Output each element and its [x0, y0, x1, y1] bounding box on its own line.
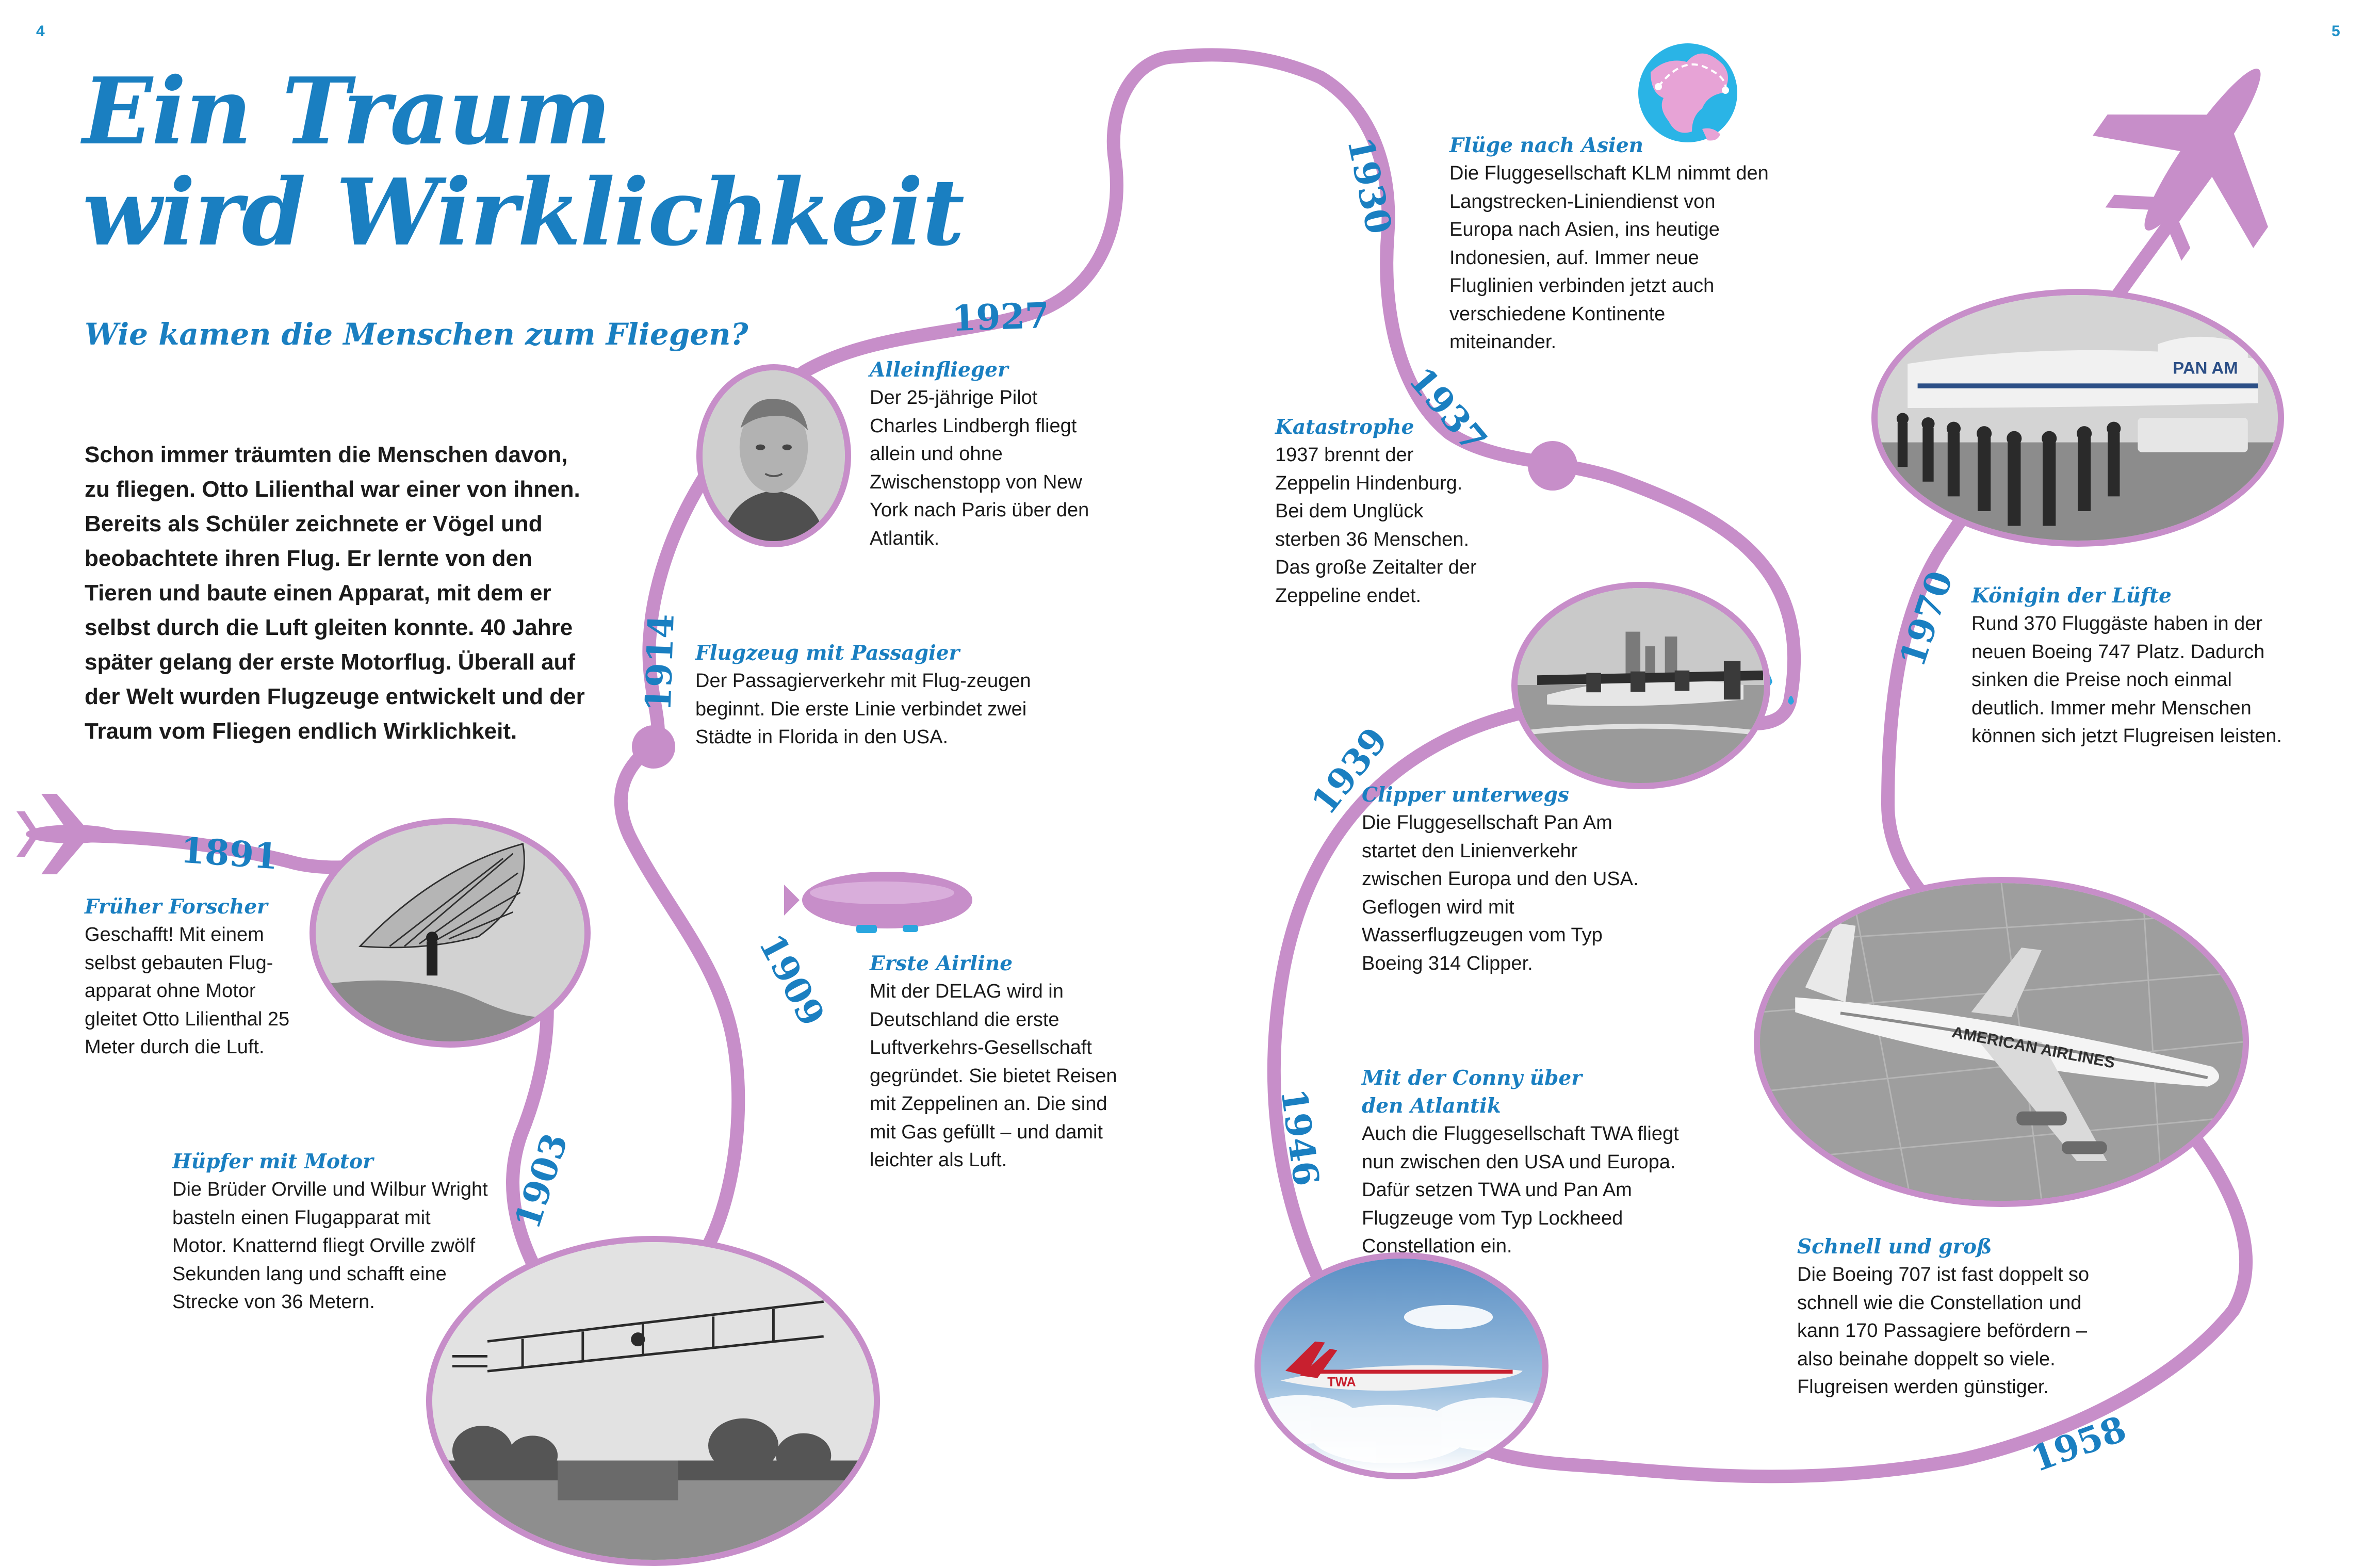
entry-body: Der Passagierverkehr mit Flug-zeugen beg… [695, 670, 1031, 748]
entry-heading: Mit der Conny über [1362, 1066, 1582, 1090]
entry-heading: Hüpfer mit Motor [172, 1150, 373, 1173]
entry-1930: Flüge nach Asien Die Fluggesellschaft KL… [1449, 132, 1780, 356]
twa-livery-text: TWA [1327, 1376, 1356, 1390]
title-line-2: wird Wirklichkeit [83, 158, 965, 266]
subtitle: Wie kamen die Menschen zum Fliegen? [85, 317, 748, 352]
photo-lindbergh-portrait [696, 364, 851, 547]
entry-heading: Flugzeug mit Passagier [695, 641, 960, 665]
year-label-1927: 1927 [951, 295, 1050, 340]
entry-heading: Clipper unterwegs [1362, 783, 1569, 807]
entry-body: Die Brüder Orville und Wilbur Wright bas… [172, 1179, 488, 1313]
entry-body: Auch die Fluggesellschaft TWA fliegt nun… [1362, 1123, 1679, 1257]
entry-heading: Flüge nach Asien [1449, 134, 1644, 157]
entry-1891: Früher Forscher Geschafft! Mit einem sel… [85, 893, 343, 1062]
entry-1937: Katastrophe 1937 brennt der Zeppelin Hin… [1275, 413, 1512, 610]
entry-heading: Erste Airline [870, 952, 1013, 975]
photo-lockheed-constellation: TWA [1254, 1252, 1548, 1479]
entry-body: Mit der DELAG wird in Deutschland die er… [870, 981, 1117, 1171]
page-number-left: 4 [36, 23, 45, 40]
entry-body: Die Boeing 707 ist fast doppelt so schne… [1797, 1264, 2090, 1398]
photo-boeing-314-clipper [1511, 582, 1770, 789]
year-label-1891: 1891 [179, 829, 280, 878]
entry-body: Die Fluggesellschaft Pan Am startet den … [1362, 812, 1639, 974]
entry-heading: Alleinflieger [870, 358, 1008, 382]
entry-1939: Clipper unterwegs Die Fluggesellschaft P… [1362, 781, 1692, 977]
entry-body: Rund 370 Fluggäste haben in der neuen Bo… [1971, 613, 2282, 747]
entry-heading: Königin der Lüfte [1971, 584, 2172, 608]
entry-1958: Schnell und groß Die Boeing 707 ist fast… [1797, 1233, 2127, 1401]
entry-heading: Katastrophe [1275, 415, 1414, 439]
photo-wright-flyer [426, 1236, 880, 1566]
entry-1903: Hüpfer mit Motor Die Brüder Orville und … [172, 1148, 513, 1316]
entry-1946: Mit der Conny über den Atlantik Auch die… [1362, 1064, 1713, 1261]
photo-lilienthal-glider [309, 818, 591, 1048]
entry-body: Der 25-jährige Pilot Charles Lindbergh f… [870, 387, 1089, 549]
entry-1914: Flugzeug mit Passagier Der Passagierverk… [695, 639, 1067, 752]
entry-1909: Erste Airline Mit der DELAG wird in Deut… [870, 950, 1128, 1174]
entry-body: Geschafft! Mit einem selbst gebauten Flu… [85, 924, 290, 1058]
photo-boeing-747: PAN AM [1871, 289, 2284, 547]
entry-heading: Schnell und groß [1797, 1235, 1992, 1259]
intro-paragraph: Schon immer träumten die Menschen davon,… [85, 442, 585, 744]
page-title: Ein Traum wird Wirklichkeit [83, 57, 965, 266]
entry-1970: Königin der Lüfte Rund 370 Fluggäste hab… [1971, 582, 2302, 751]
year-label-1914: 1914 [638, 613, 682, 712]
entry-body: 1937 brennt der Zeppelin Hindenburg. Bei… [1275, 444, 1477, 607]
entry-1927: Alleinflieger Der 25-jährige Pilot Charl… [870, 356, 1107, 552]
photo-boeing-707: AMERICAN AIRLINES [1754, 877, 2249, 1207]
entry-body: Die Fluggesellschaft KLM nimmt den Langs… [1449, 162, 1769, 353]
entry-heading: Früher Forscher [85, 895, 268, 919]
entry-heading: den Atlantik [1362, 1094, 1501, 1118]
pan-am-livery-text: PAN AM [2173, 358, 2238, 378]
page-number-right: 5 [2332, 23, 2340, 40]
title-line-1: Ein Traum [83, 57, 611, 165]
